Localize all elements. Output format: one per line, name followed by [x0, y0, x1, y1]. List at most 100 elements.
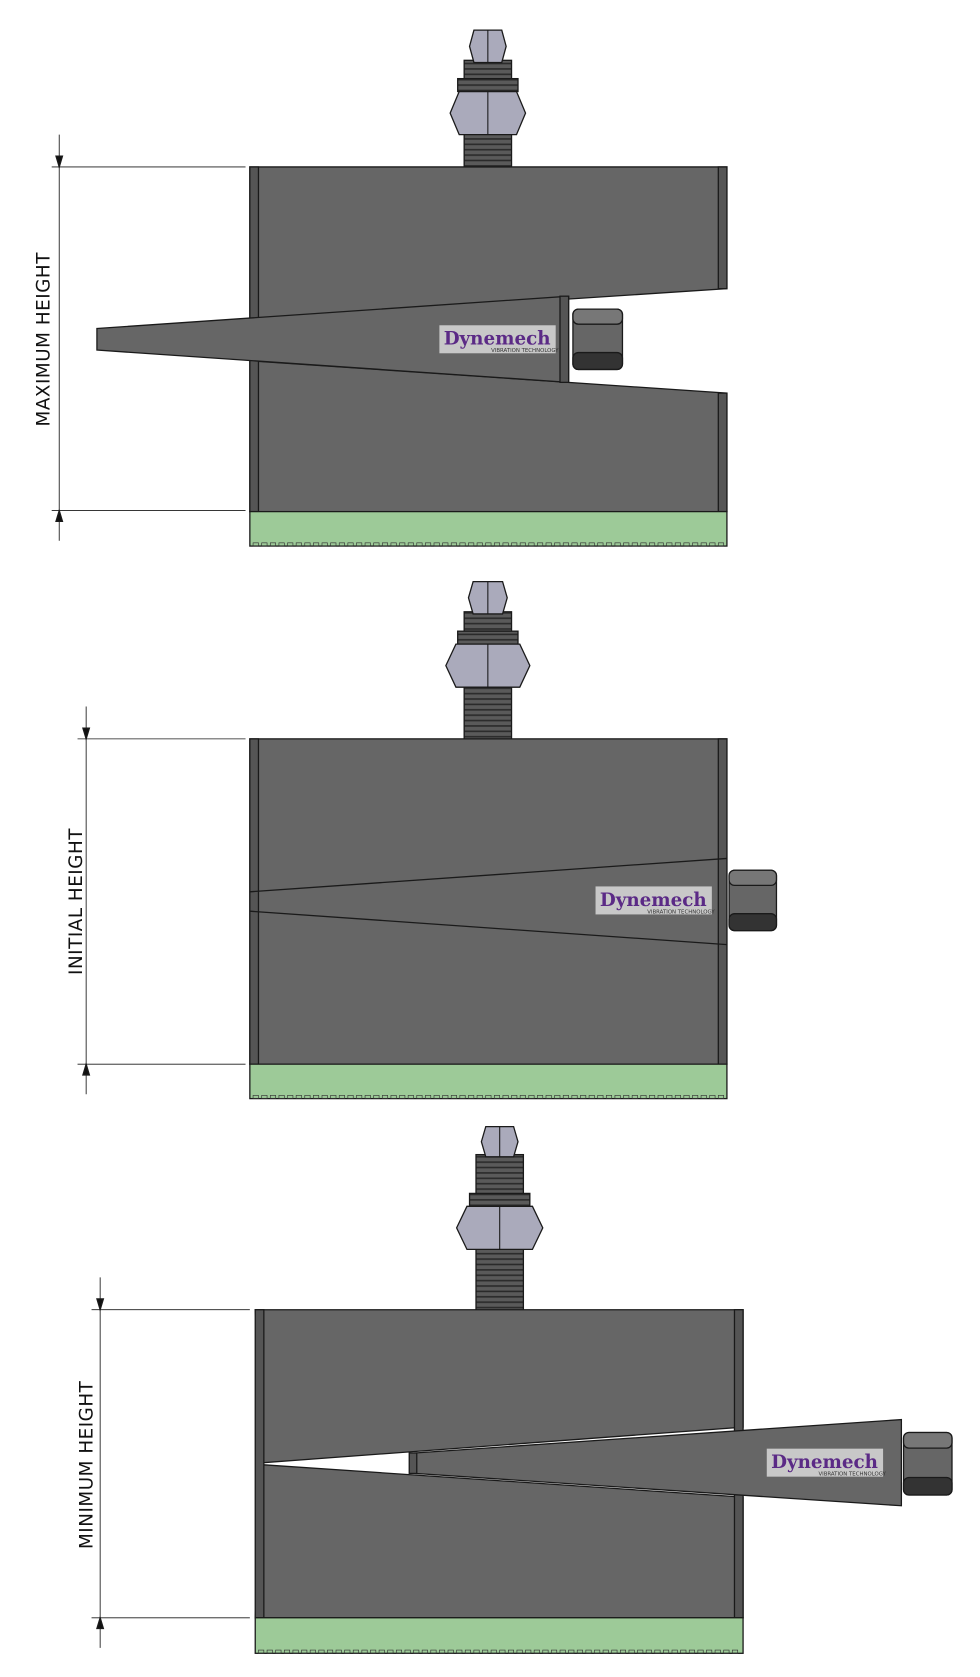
min-base-pad-tread — [611, 1649, 618, 1654]
min-base-pad-tread — [335, 1649, 342, 1654]
init-side-nut-top — [728, 869, 778, 886]
min-base-pad-tread — [318, 1649, 325, 1654]
init-wedge-top-edge — [249, 857, 727, 893]
init-logo-wordmark: Dynemech — [600, 890, 707, 911]
min-base-pad-tread — [637, 1649, 644, 1654]
max-base-pad-tread — [338, 542, 345, 547]
init-base-pad-tread — [442, 1095, 449, 1099]
init-base-pad-tread — [347, 1095, 354, 1099]
init-base-pad-tread — [261, 1095, 268, 1099]
min-base-pad-tread — [430, 1649, 437, 1654]
min-base-pad-tread — [387, 1649, 394, 1654]
max-base-pad-tread — [545, 542, 552, 547]
min-base-pad-tread — [619, 1649, 627, 1654]
max-base-pad-tread — [640, 542, 647, 547]
max-right-plate-top — [717, 166, 728, 290]
max-base-pad-tread — [493, 542, 501, 547]
init-base-pad-tread — [373, 1095, 380, 1099]
min-base-pad-tread — [301, 1649, 308, 1654]
max-right-plate-bottom — [717, 392, 728, 513]
min-base-pad-tread — [706, 1649, 713, 1654]
min-base-pad — [254, 1617, 744, 1654]
min-base-pad-tread — [680, 1649, 687, 1654]
max-base-pad-tread — [657, 542, 664, 547]
min-base-pad-tread — [473, 1649, 480, 1654]
init-base-pad-tread — [692, 1095, 699, 1099]
max-base-pad-tread — [692, 542, 699, 547]
init-logo-bg — [595, 886, 712, 915]
min-base-pad-tread — [439, 1649, 446, 1654]
max-base-pad-tread — [425, 542, 432, 547]
max-base-pad-tread — [399, 542, 406, 547]
max-base-pad-tread — [580, 542, 587, 547]
init-base-pad-tread — [545, 1095, 552, 1099]
max-base-pad-tread — [571, 542, 578, 547]
init-base-pad-tread — [287, 1095, 294, 1099]
min-base-pad-tread — [525, 1649, 532, 1654]
min-base-pad-tread — [551, 1649, 558, 1654]
min-wedge-tip — [408, 1452, 418, 1475]
max-base-pad-tread — [649, 542, 656, 547]
min-base-pad-tread — [654, 1649, 661, 1654]
init-bolt-washer — [457, 630, 519, 645]
min-base-pad-tread — [731, 1649, 739, 1654]
min-base-pad-tread — [688, 1649, 695, 1654]
min-base-pad-tread — [697, 1649, 704, 1654]
max-base-pad-tread — [304, 542, 311, 547]
max-base-pad-tread — [373, 542, 380, 547]
min-left-plate — [254, 1309, 265, 1619]
min-logo-tagline: VIBRATION TECHNOLOGY — [818, 1472, 886, 1478]
max-base-pad-tread — [321, 542, 328, 547]
min-base-pad-tread — [464, 1649, 471, 1654]
max-base-pad-tread — [356, 542, 363, 547]
max-base-pad-tread — [709, 542, 716, 547]
init-side-nut-bottom — [728, 913, 778, 932]
min-dimension-arrow-bottom — [96, 1615, 105, 1630]
max-base-pad-tread — [588, 542, 595, 547]
max-base-pad-tread — [674, 542, 681, 547]
min-base-pad-tread — [602, 1649, 609, 1654]
init-base-pad-tread — [407, 1095, 414, 1099]
max-base-pad-tread — [347, 542, 354, 547]
init-base-pad-tread — [364, 1095, 371, 1099]
min-base-pad-tread — [352, 1649, 359, 1654]
max-base-pad-tread — [631, 542, 638, 547]
min-base-pad-tread — [594, 1649, 601, 1654]
max-base-pad-tread — [278, 542, 285, 547]
max-base-pad-tread — [390, 542, 397, 547]
init-base-pad — [249, 1063, 728, 1100]
min-base-pad-tread — [370, 1649, 377, 1654]
max-base-pad-tread — [476, 542, 483, 547]
init-base-pad-tread — [321, 1095, 328, 1099]
init-base-pad-tread — [631, 1095, 638, 1099]
init-base-pad-tread — [390, 1095, 397, 1099]
max-base-pad-tread — [717, 542, 725, 547]
init-base-pad-tread — [476, 1095, 483, 1099]
min-base-pad-tread — [585, 1649, 592, 1654]
min-base-pad-tread — [516, 1649, 523, 1654]
max-base-pad-tread — [313, 542, 320, 547]
max-upper-block — [249, 166, 728, 321]
maximum-height-label: MAXIMUM HEIGHT — [34, 252, 55, 427]
init-base-pad-tread — [493, 1095, 501, 1099]
max-lower-block — [249, 360, 728, 513]
init-base-pad-tread — [356, 1095, 363, 1099]
init-base-pad-tread — [657, 1095, 664, 1099]
max-base-pad-tread — [416, 542, 423, 547]
max-base-pad-tread — [261, 542, 268, 547]
init-base-pad-tread — [278, 1095, 285, 1099]
init-base-pad-tread — [674, 1095, 681, 1099]
min-base-pad-tread — [421, 1649, 428, 1654]
max-base-pad-tread — [295, 542, 302, 547]
init-right-plate — [717, 738, 728, 1065]
min-base-pad-tread — [258, 1649, 265, 1654]
min-base-pad-tread — [559, 1649, 566, 1654]
init-left-plate — [249, 738, 260, 1065]
init-base-pad-tread — [330, 1095, 337, 1099]
min-base-pad-tread — [327, 1649, 334, 1654]
